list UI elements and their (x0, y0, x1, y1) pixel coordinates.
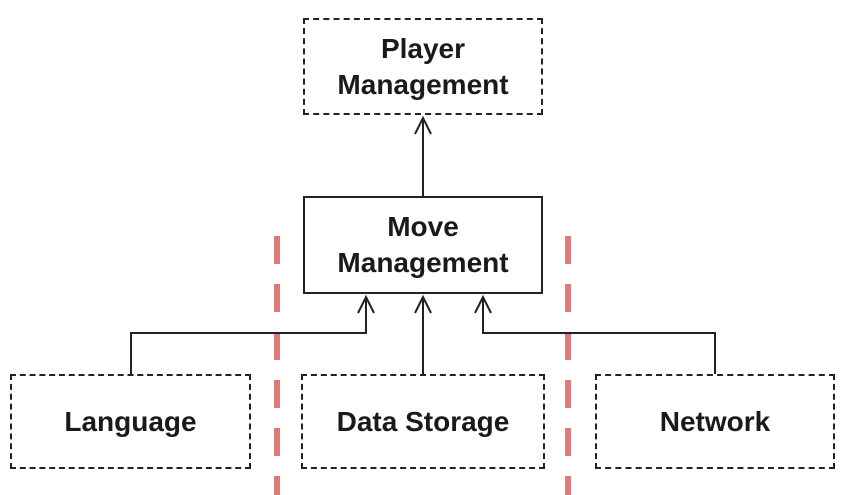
edge-network-to-move (482, 297, 716, 374)
move-management-node: Move Management (303, 196, 543, 294)
data-storage-label: Data Storage (336, 405, 510, 437)
language-label: Language (64, 405, 197, 437)
move-management-label-line1: Move (387, 211, 459, 242)
player-management-label-line1: Player (380, 32, 466, 64)
arrowhead-move-right-icon (474, 294, 492, 314)
data-storage-node: Data Storage (301, 374, 545, 469)
move-management-label-line2: Management (337, 247, 509, 278)
network-label: Network (659, 405, 771, 437)
network-node: Network (595, 374, 835, 469)
arrowhead-player-icon (414, 115, 432, 135)
player-management-node: Player Management (303, 18, 543, 115)
arrowhead-move-center-icon (414, 294, 432, 314)
language-node: Language (10, 374, 251, 469)
player-management-label-line2: Management (337, 68, 509, 100)
edge-language-to-move (130, 297, 367, 374)
arrowhead-move-left-icon (357, 294, 375, 314)
